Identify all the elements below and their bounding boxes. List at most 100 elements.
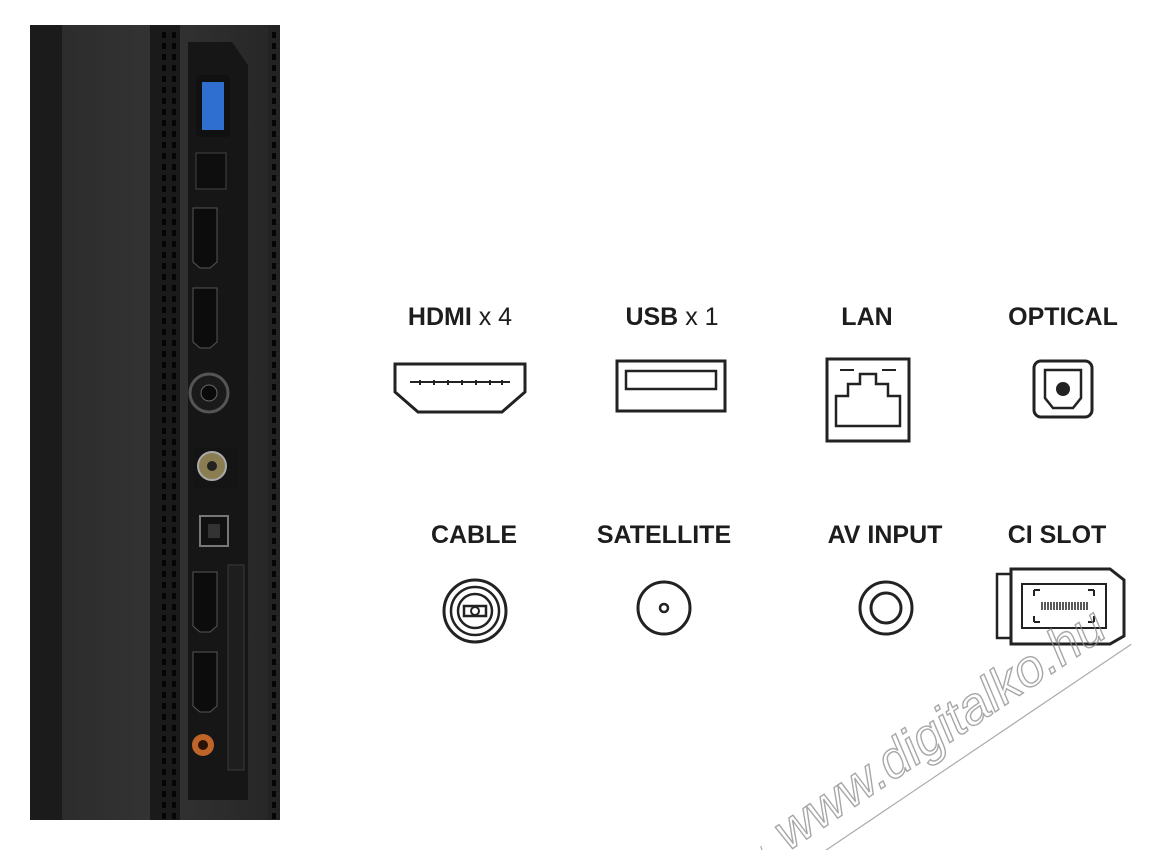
satellite-port-center <box>207 461 217 471</box>
vent-dot <box>172 516 176 522</box>
vent-dot <box>272 648 276 654</box>
vent-dot <box>162 615 166 621</box>
vent-dot <box>272 263 276 269</box>
vent-dot <box>162 131 166 137</box>
vent-dot <box>162 395 166 401</box>
vent-dot <box>272 461 276 467</box>
vent-dot <box>162 769 166 775</box>
vent-dot <box>172 769 176 775</box>
vent-dot <box>272 274 276 280</box>
vent-dot <box>162 252 166 258</box>
vent-dot <box>172 98 176 104</box>
vent-dot <box>162 175 166 181</box>
vent-dot <box>272 285 276 291</box>
vent-dot <box>172 230 176 236</box>
vent-dot <box>162 307 166 313</box>
vent-dot <box>172 263 176 269</box>
vent-dot <box>162 296 166 302</box>
vent-dot <box>172 384 176 390</box>
vent-dot <box>272 505 276 511</box>
cable-name: CABLE <box>430 521 518 549</box>
vent-dot <box>172 54 176 60</box>
vent-dot <box>272 98 276 104</box>
vent-dot <box>172 505 176 511</box>
vent-dot <box>172 208 176 214</box>
vent-dot <box>172 329 176 335</box>
vent-dot <box>272 780 276 786</box>
vent-dot <box>172 65 176 71</box>
vent-dot <box>272 703 276 709</box>
vent-dot <box>162 670 166 676</box>
vent-dot <box>172 186 176 192</box>
vent-dot <box>272 362 276 368</box>
vent-dot <box>162 780 166 786</box>
satellite-name: SATELLITE <box>596 521 732 549</box>
vent-dot <box>172 659 176 665</box>
vent-dot <box>162 747 166 753</box>
vent-dot <box>272 725 276 731</box>
vent-dot <box>172 758 176 764</box>
tv-edge <box>30 25 62 820</box>
vent-dot <box>272 219 276 225</box>
vent-dot <box>272 560 276 566</box>
vent-dot <box>272 670 276 676</box>
vent-dot <box>272 186 276 192</box>
vent-dot <box>172 197 176 203</box>
usb-name: USB <box>625 303 679 331</box>
vent-dot <box>162 65 166 71</box>
vent-dot <box>162 450 166 456</box>
vent-dot <box>172 417 176 423</box>
vent-dot <box>172 87 176 93</box>
vent-dot <box>162 340 166 346</box>
vent-dot <box>172 791 176 797</box>
vent-dot <box>272 395 276 401</box>
vent-dot <box>162 362 166 368</box>
vent-dot <box>172 219 176 225</box>
cable-label: CABLE <box>384 520 564 550</box>
vent-dot <box>172 362 176 368</box>
vent-dot <box>162 516 166 522</box>
vent-dot <box>162 659 166 665</box>
hdmi-port-icon <box>393 362 527 414</box>
tv-rear-panel-photo <box>30 25 280 820</box>
vent-dots <box>162 32 176 819</box>
vent-dot <box>162 142 166 148</box>
vent-dot <box>162 560 166 566</box>
vent-dot <box>272 230 276 236</box>
satellite-port-icon <box>636 580 692 636</box>
vent-dot <box>172 582 176 588</box>
vent-dot <box>272 153 276 159</box>
vent-dot <box>272 406 276 412</box>
vent-dot <box>172 802 176 808</box>
vent-dot <box>172 318 176 324</box>
vent-dot <box>172 296 176 302</box>
vent-dot <box>172 725 176 731</box>
vent-dot <box>162 76 166 82</box>
vent-dot <box>162 604 166 610</box>
vent-dot <box>162 736 166 742</box>
vent-dot <box>162 417 166 423</box>
vent-dot <box>272 175 276 181</box>
vent-dot <box>162 318 166 324</box>
vent-dot <box>272 450 276 456</box>
vent-dot <box>272 65 276 71</box>
vent-dot <box>272 164 276 170</box>
vent-dot <box>172 406 176 412</box>
optical-label: OPTICAL <box>973 302 1153 332</box>
vent-dot <box>162 274 166 280</box>
vent-dot <box>272 571 276 577</box>
vent-dot <box>162 692 166 698</box>
vent-dot <box>272 494 276 500</box>
vent-dot <box>162 208 166 214</box>
vent-dot <box>162 461 166 467</box>
vent-dot <box>162 98 166 104</box>
hdmi-label: HDMI x 4 <box>370 302 550 332</box>
vent-dot <box>172 648 176 654</box>
vent-dot <box>272 439 276 445</box>
vent-dot <box>272 637 276 643</box>
vent-dot <box>162 241 166 247</box>
vent-dot <box>172 549 176 555</box>
vent-dot <box>172 109 176 115</box>
vent-dot <box>272 351 276 357</box>
vent-dot <box>162 406 166 412</box>
